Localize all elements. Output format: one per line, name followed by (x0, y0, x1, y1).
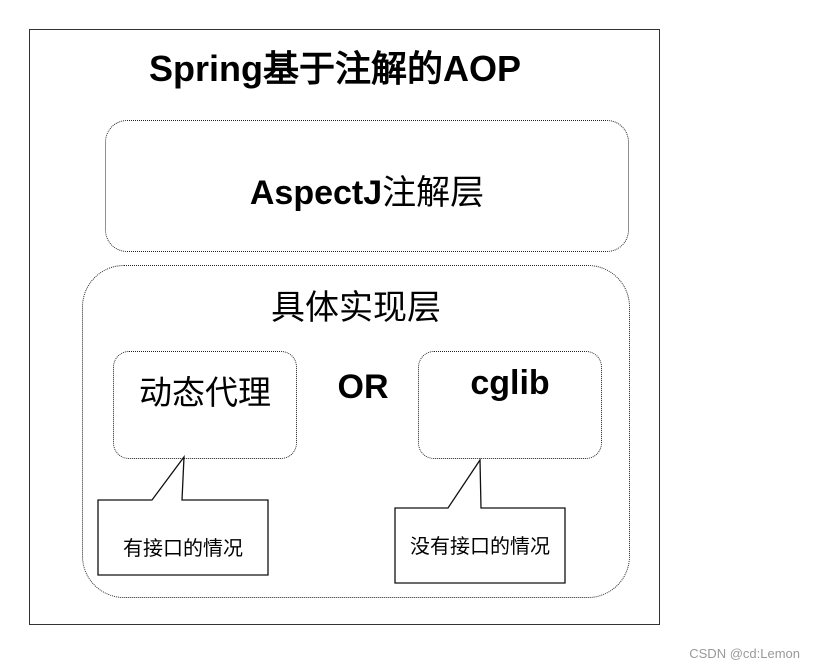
note-without-interface: 没有接口的情况 (395, 530, 565, 559)
note-with-interface: 有接口的情况 (98, 532, 268, 561)
callout-without-interface (395, 460, 565, 583)
watermark: CSDN @cd:Lemon (689, 646, 800, 661)
